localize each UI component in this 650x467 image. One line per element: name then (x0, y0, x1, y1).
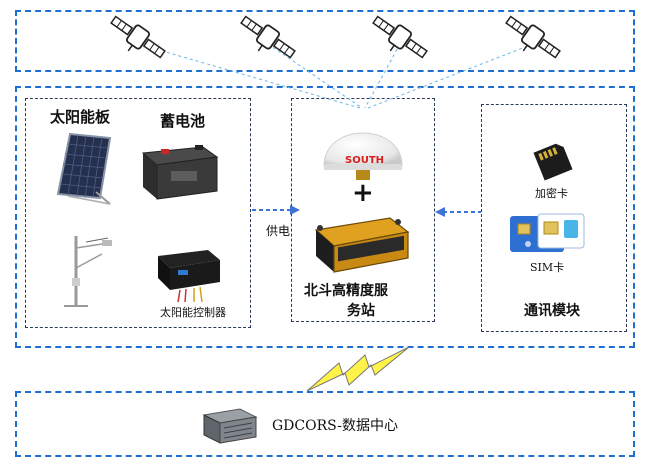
comm-module-title: 通讯模块 (524, 303, 580, 319)
sim-card-label: SIM卡 (530, 261, 565, 274)
station-system-box (15, 86, 635, 348)
data-center-box (15, 391, 635, 457)
power-supply-label: 供电 (266, 224, 291, 238)
satellite-icon (240, 15, 296, 59)
server-icon (202, 408, 258, 444)
battery-icon (141, 145, 219, 200)
gnss-antenna-icon (323, 132, 403, 180)
satellite-icon (372, 15, 428, 59)
station-title-line1: 北斗高精度服 (304, 283, 388, 299)
data-center-label: GDCORS-数据中心 (272, 418, 398, 434)
encryption-card-icon (533, 143, 573, 181)
solar-panel-label: 太阳能板 (50, 108, 111, 126)
solar-power-group-box (25, 98, 251, 328)
antenna-brand-label: SOUTH (345, 155, 385, 166)
solar-panel-icon (56, 132, 112, 205)
station-title-line2: 务站 (347, 303, 375, 319)
comm-module-box (481, 104, 627, 332)
battery-label: 蓄电池 (160, 112, 206, 130)
encryption-card-label: 加密卡 (535, 187, 568, 200)
solar-mount-pole-icon (64, 236, 112, 307)
power-supply-arrow (252, 205, 300, 215)
solar-controller-icon (158, 250, 220, 303)
solar-controller-label: 太阳能控制器 (160, 306, 226, 319)
satellite-icon (110, 15, 166, 59)
sim-card-icon (510, 213, 585, 252)
receiver-device-icon (314, 217, 410, 273)
wireless-link-lightning-icon (306, 346, 410, 392)
comm-link-arrow (435, 207, 481, 217)
satellite-icon (505, 15, 561, 59)
satellite-band-box (15, 10, 635, 72)
plus-sign: + (352, 178, 374, 208)
